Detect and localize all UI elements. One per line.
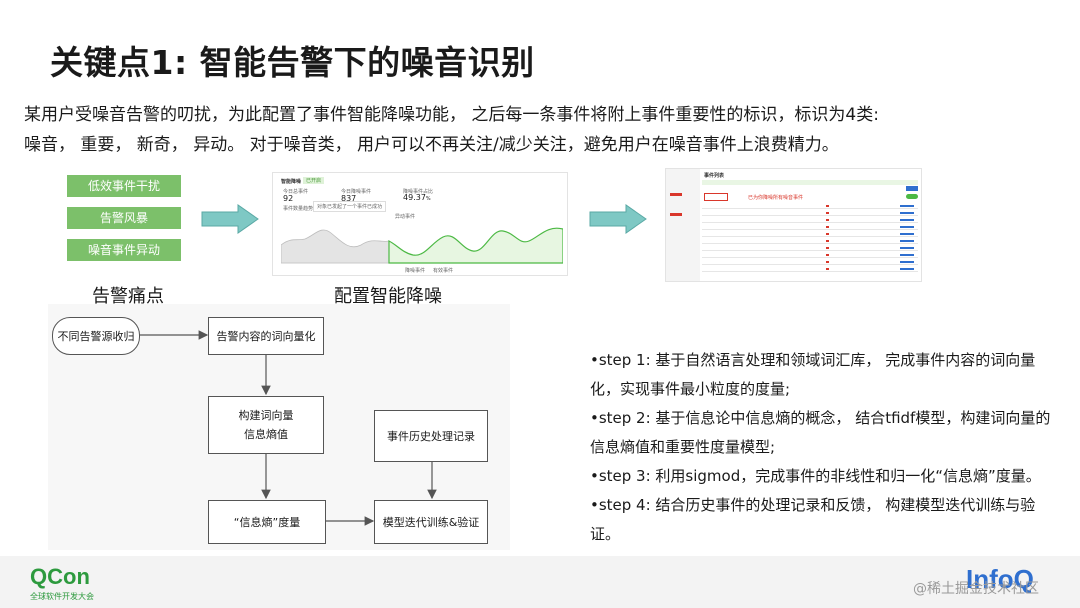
qcon-logo: QCon [30,564,90,589]
noise-filter-highlight [704,193,728,201]
dashboard-badge: 已开启 [303,177,325,184]
dashboard-screenshot: 智能降噪 已开启 今日总事件 92 今日降噪事件 837 降噪事件占比 49.3… [272,172,568,276]
stat-value-3-number: 49.37 [403,193,426,202]
noise-toggle[interactable] [906,194,918,199]
infoq-logo: InfoQ [966,564,1034,594]
flow-node-source: 不同告警源收归 [52,317,140,355]
flow-node-train: 模型迭代训练&验证 [374,500,488,544]
watermark: @稀土掘金技术社区 [913,581,1039,597]
pain-point-1: 低效事件干扰 [67,175,181,197]
flow-node-build-line-1: 构建词向量 [238,409,294,422]
slide-title: 关键点1: 智能告警下的噪音识别 [50,43,535,82]
right-arrow-icon [201,204,259,234]
trend-chart [281,227,563,264]
qcon-subtitle: 全球软件开发大会 [30,592,94,601]
chart-inner-label: 异动事件 [395,214,416,220]
severity-markers [826,205,829,275]
event-list-screenshot: 事件列表 已为你降噪所有噪音事件 [665,168,922,282]
stat-value-3-unit: % [425,196,431,202]
action-links [900,205,914,275]
sidebar-badge [670,193,682,196]
flow-node-entropy: “信息熵”度量 [208,500,326,544]
step-4: •step 4: 结合历史事件的处理记录和反馈， 构建模型迭代训练与验证。 [590,496,1036,543]
event-filter-button[interactable] [906,186,918,191]
stat-value-3: 49.37% [403,193,431,202]
legend-2: 有效事件 [433,268,454,274]
dashboard-header: 智能降噪 [281,179,302,185]
flow-connectors [139,330,437,526]
event-list-banner [702,180,918,185]
footer: QCon 全球软件开发大会 InfoQ @稀土掘金技术社区 [0,556,1080,608]
stat-label-2: 今日降噪事件 [341,189,372,195]
flow-node-vectorize: 告警内容的词向量化 [208,317,324,355]
chart-label: 事件数量趋势分布 [283,206,324,212]
flow-node-history: 事件历史处理记录 [374,410,488,462]
event-table [702,202,918,278]
sidebar-badge [670,213,682,216]
caption-config: 配置智能降噪 [334,286,442,307]
step-3: •step 3: 利用sigmod，完成事件的非线性和归一化“信息熵”度量。 [590,467,1041,485]
stat-value-2: 837 [341,194,357,203]
intro-line-1: 某用户受噪音告警的叨扰，为此配置了事件智能降噪功能， 之后每一条事件将附上事件重… [24,105,879,125]
event-sidebar [666,169,700,281]
chart-tooltip: 对象已发起了一个事件已成功 [313,201,387,212]
step-2: •step 2: 基于信息论中信息熵的概念， 结合tfidf模型，构建词向量的信… [590,409,1051,456]
pain-point-3: 噪音事件异动 [67,239,181,261]
intro-line-2: 噪音， 重要， 新奇， 异动。 对于噪音类， 用户可以不再关注/减少关注，避免用… [24,135,839,155]
event-list-header: 事件列表 [704,173,725,179]
noise-alert-text: 已为你降噪所有噪音事件 [748,195,804,201]
pain-point-2: 告警风暴 [67,207,181,229]
step-1: •step 1: 基于自然语言处理和领域词汇库， 完成事件内容的词向量化，实现事… [590,351,1036,398]
legend-1: 降噪事件 [405,268,426,274]
intro-text: 某用户受噪音告警的叨扰，为此配置了事件智能降噪功能， 之后每一条事件将附上事件重… [24,100,1064,160]
stat-label-3: 降噪事件占比 [403,189,434,195]
stat-value-1: 92 [283,194,294,203]
noise-area [281,229,390,264]
caption-pain: 告警痛点 [92,286,164,307]
flow-node-build: 构建词向量 信息熵值 [208,396,324,454]
stat-label-1: 今日总事件 [283,189,309,195]
flow-node-build-line-2: 信息熵值 [244,428,288,441]
steps-list: •step 1: 基于自然语言处理和领域词汇库， 完成事件内容的词向量化，实现事… [590,346,1060,549]
valid-area [388,227,563,264]
right-arrow-icon [589,204,647,234]
